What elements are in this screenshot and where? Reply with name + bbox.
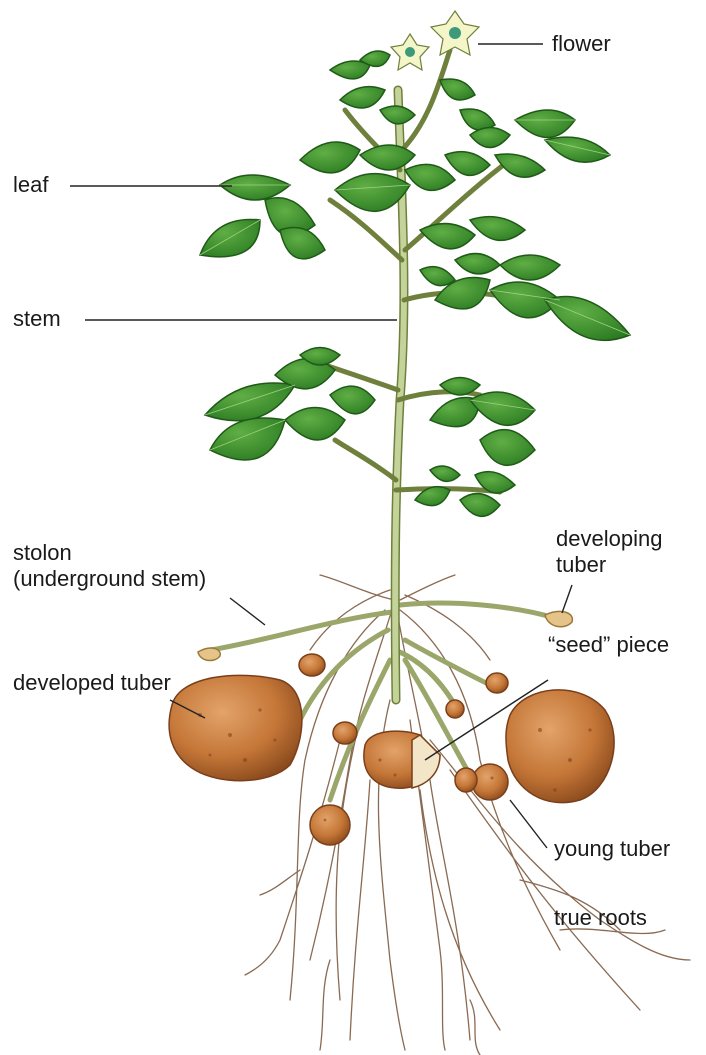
young-tuber-leader [510, 800, 547, 848]
label-stem: stem [13, 306, 61, 332]
label-young-tuber: young tuber [554, 836, 670, 862]
label-true-roots: true roots [554, 905, 647, 931]
flowers [391, 11, 479, 70]
label-flower: flower [552, 31, 611, 57]
label-leaf: leaf [13, 172, 48, 198]
label-stolon: stolon (underground stem) [13, 540, 206, 592]
developed-tuber-right [506, 690, 614, 803]
label-developing-tuber: developing tuber [556, 526, 662, 578]
developing-tuber-leader [562, 585, 572, 613]
developed-tuber-left [169, 675, 302, 780]
leaves [200, 51, 630, 516]
label-seed-piece: “seed” piece [548, 632, 669, 658]
stolon-leader [230, 598, 265, 625]
label-developed-tuber: developed tuber [13, 670, 171, 696]
